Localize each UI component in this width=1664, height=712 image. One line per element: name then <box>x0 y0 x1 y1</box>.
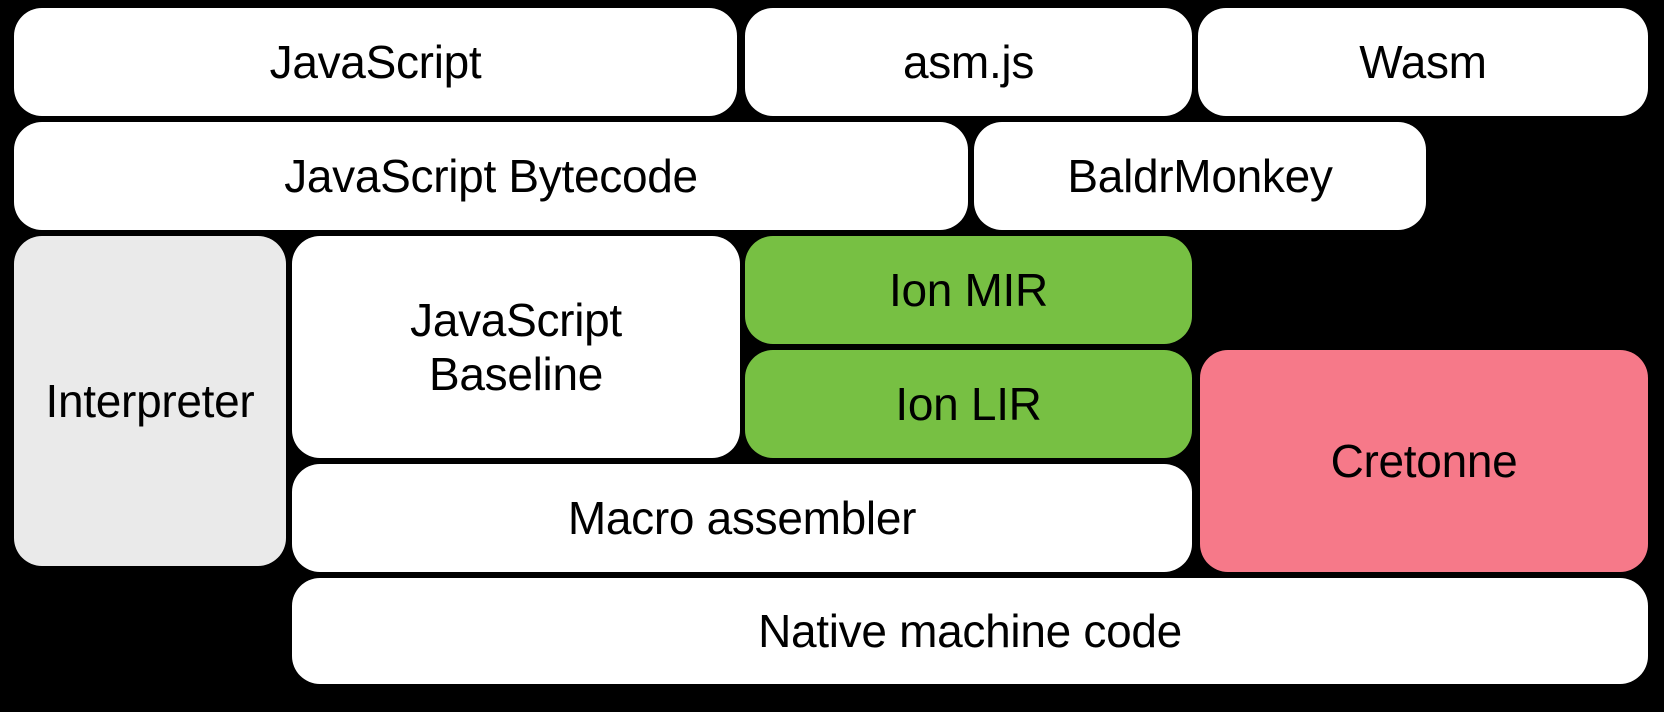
node-baldrmonkey: BaldrMonkey <box>974 122 1426 230</box>
node-ion-mir-label: Ion MIR <box>889 263 1048 316</box>
node-interpreter: Interpreter <box>14 236 286 566</box>
node-javascript-baseline-line1: JavaScript <box>410 293 622 346</box>
node-javascript-bytecode-label: JavaScript Bytecode <box>284 149 698 202</box>
node-ion-mir: Ion MIR <box>745 236 1192 344</box>
node-ion-lir: Ion LIR <box>745 350 1192 458</box>
node-baldrmonkey-label: BaldrMonkey <box>1067 149 1333 202</box>
node-wasm-label: Wasm <box>1359 35 1487 88</box>
node-cretonne-label: Cretonne <box>1330 434 1518 487</box>
node-asmjs: asm.js <box>745 8 1192 116</box>
node-javascript: JavaScript <box>14 8 737 116</box>
node-interpreter-label: Interpreter <box>45 374 255 427</box>
node-cretonne: Cretonne <box>1200 350 1648 572</box>
node-javascript-bytecode: JavaScript Bytecode <box>14 122 968 230</box>
node-native-machine-code-label: Native machine code <box>758 604 1182 657</box>
node-macro-assembler: Macro assembler <box>292 464 1192 572</box>
node-javascript-baseline-line2: Baseline <box>428 348 604 400</box>
node-javascript-baseline: JavaScript Baseline <box>292 236 740 458</box>
node-wasm: Wasm <box>1198 8 1648 116</box>
node-macro-assembler-label: Macro assembler <box>567 491 917 544</box>
node-javascript-label: JavaScript <box>269 35 482 88</box>
node-native-machine-code: Native machine code <box>292 578 1648 684</box>
node-asmjs-label: asm.js <box>902 35 1035 88</box>
node-ion-lir-label: Ion LIR <box>895 377 1042 430</box>
